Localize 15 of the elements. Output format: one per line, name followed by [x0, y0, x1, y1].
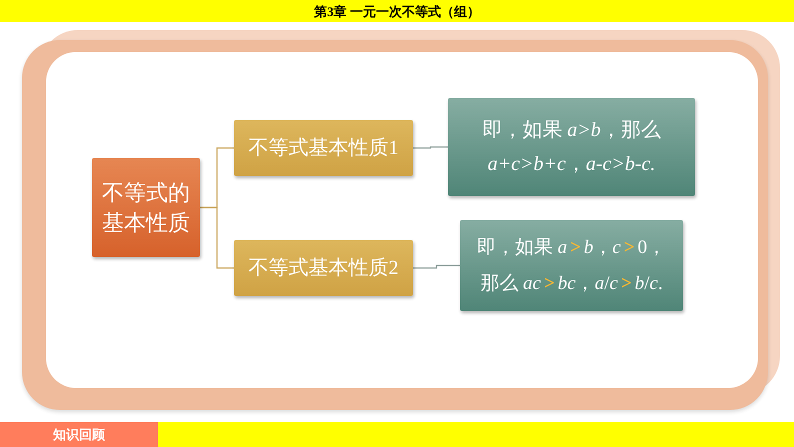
- chapter-title: 第3章 一元一次不等式（组）: [314, 4, 480, 18]
- box-label: 不等式基本性质2: [248, 256, 398, 281]
- connector-line: [413, 264, 460, 269]
- topic-box: [92, 158, 200, 257]
- box-label: 不等式基本性质1: [248, 136, 398, 161]
- section-label: 知识回顾: [53, 428, 105, 441]
- property-box: [234, 120, 413, 176]
- statement-box: [460, 220, 683, 311]
- connector-line: [200, 206, 234, 269]
- statement-box: [448, 98, 695, 196]
- property-box: [234, 240, 413, 296]
- box-label: 不等式的基本性质: [101, 178, 191, 236]
- connector-line: [413, 146, 448, 149]
- box-label: 即，如果 a>b，那么 a+c>b+c，a-c>b-c.: [481, 118, 662, 177]
- box-label: 即，如果 a>b，c>0，那么 ac>bc，a/c>b/c.: [476, 236, 668, 296]
